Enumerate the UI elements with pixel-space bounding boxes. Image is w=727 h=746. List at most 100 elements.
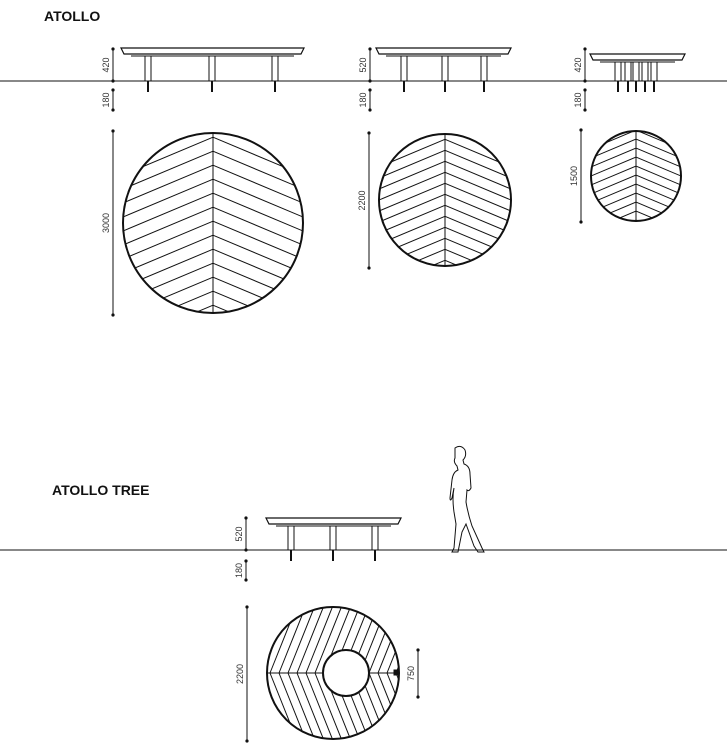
table-leg: [371, 525, 379, 551]
plank-line: [379, 160, 446, 192]
plank-line: [635, 174, 681, 197]
plank-line: [267, 607, 281, 674]
dim-height: 520: [358, 57, 368, 72]
dimension-tick: [111, 313, 115, 317]
plank-line: [314, 672, 344, 739]
dimension-tick: [583, 88, 587, 92]
plank-line: [635, 192, 681, 215]
dimension-tick: [368, 79, 372, 83]
plank-line: [386, 672, 399, 739]
plank-line: [234, 603, 262, 673]
dim-diameter: 1500: [569, 166, 579, 186]
plank-line: [444, 149, 511, 181]
table-top: [120, 47, 305, 55]
plank-line: [123, 178, 214, 220]
dimension-tick: [244, 559, 248, 563]
dimension-tick: [111, 47, 115, 51]
plank-line: [379, 193, 446, 225]
table-leg: [624, 61, 632, 82]
dimension-tick: [245, 739, 249, 743]
dim-height: 420: [101, 57, 111, 72]
plank-line: [444, 215, 511, 247]
atollo-tree-title: ATOLLO TREE: [52, 482, 150, 498]
plank-line: [123, 164, 214, 206]
plank-line: [123, 150, 214, 192]
dimension-tick: [416, 648, 420, 652]
dimension-tick: [245, 605, 249, 609]
table-leg: [329, 525, 337, 551]
atollo-title: ATOLLO: [44, 8, 101, 24]
plank-line: [591, 165, 637, 188]
dim-diameter: 3000: [101, 213, 111, 233]
plank-line: [287, 607, 317, 674]
dim-base: 180: [573, 92, 583, 107]
plank-line: [377, 672, 399, 739]
plank-line: [212, 192, 303, 234]
table-leg: [441, 55, 449, 82]
dim-diameter: 2200: [357, 190, 367, 210]
plank-line: [368, 607, 398, 674]
plank-line: [123, 192, 214, 234]
plank-line: [212, 206, 303, 248]
plank-line: [591, 219, 637, 221]
plank-line: [123, 133, 214, 136]
dimension-tick: [111, 129, 115, 133]
table-leg: [144, 55, 152, 82]
dim-diameter: 2200: [235, 664, 245, 684]
plank-line: [635, 210, 681, 221]
plank-line: [591, 192, 637, 215]
plank-line: [405, 673, 433, 743]
plank-line: [635, 147, 681, 170]
plank-line: [444, 134, 511, 137]
plank-line: [207, 673, 235, 743]
human-scale-figure: [449, 445, 485, 553]
plank-line: [444, 182, 511, 214]
plank-line: [444, 160, 511, 192]
plank-line: [591, 131, 637, 134]
table-leg: [400, 55, 408, 82]
dimension-tick: [111, 79, 115, 83]
dimension-tick: [244, 548, 248, 552]
table-leg: [641, 61, 649, 82]
table-leg: [614, 61, 622, 82]
plank-line: [216, 603, 244, 673]
dimension-tick: [244, 578, 248, 582]
tree-hole: [322, 649, 370, 697]
plank-line: [225, 603, 253, 673]
dimension-tick: [583, 47, 587, 51]
plank-line: [591, 210, 637, 221]
dim-base: 180: [101, 92, 111, 107]
plank-line: [296, 607, 326, 674]
plank-line: [591, 131, 637, 152]
table-leg: [650, 61, 658, 82]
plank-line: [444, 193, 511, 225]
dim-hole: 750: [406, 666, 416, 681]
plank-line: [591, 174, 637, 197]
plank-line: [379, 237, 446, 266]
table-leg: [271, 55, 279, 82]
joint-marker: [393, 669, 399, 676]
plank-line: [379, 215, 446, 247]
dim-height: 520: [234, 526, 244, 541]
plank-line: [444, 248, 511, 266]
table-leg: [287, 525, 295, 551]
dimension-tick: [367, 266, 371, 270]
plank-line: [635, 131, 681, 134]
dim-base: 180: [234, 563, 244, 578]
dimension-tick: [583, 108, 587, 112]
table-top: [375, 47, 512, 55]
dimension-tick: [583, 79, 587, 83]
plank-line: [212, 164, 303, 206]
plank-line: [635, 219, 681, 221]
plank-line: [386, 607, 399, 674]
dimension-tick: [368, 47, 372, 51]
dim-height: 420: [573, 57, 583, 72]
dimension-tick: [367, 131, 371, 135]
plank-line: [296, 672, 326, 739]
plank-line: [368, 672, 398, 739]
table-leg: [208, 55, 216, 82]
dimension-tick: [368, 108, 372, 112]
plank-line: [267, 672, 281, 739]
plank-line: [635, 156, 681, 179]
plank-line: [212, 150, 303, 192]
